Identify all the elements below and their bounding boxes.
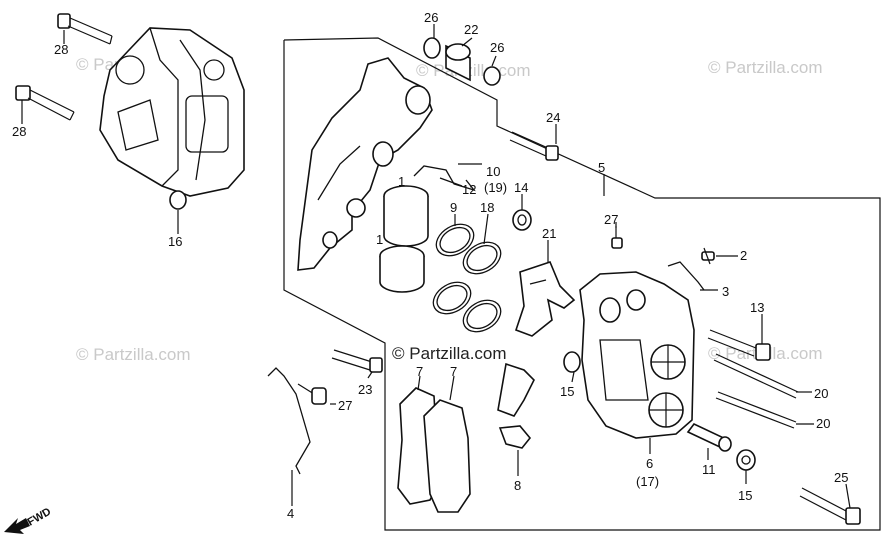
callout-20-upper: 20 bbox=[814, 386, 828, 401]
bleeder-27-lower bbox=[297, 383, 327, 405]
callout-28-lower: 28 bbox=[12, 124, 26, 139]
callout-1-upper: 1 bbox=[398, 174, 405, 189]
callout-4: 4 bbox=[287, 506, 294, 521]
callout-7-right: 7 bbox=[450, 364, 457, 379]
callout-22: 22 bbox=[464, 22, 478, 37]
bolt-24 bbox=[509, 131, 559, 161]
callout-26-left: 26 bbox=[424, 10, 438, 25]
callout-18: 18 bbox=[480, 200, 494, 215]
leader-lines bbox=[21, 24, 851, 509]
callout-7-left: 7 bbox=[416, 364, 423, 379]
bolt-28-lower bbox=[15, 85, 75, 121]
callout-9: 9 bbox=[450, 200, 457, 215]
brake-pad-inner bbox=[423, 399, 471, 513]
callout-6: 6 bbox=[646, 456, 653, 471]
bolt-23 bbox=[331, 349, 383, 373]
clip-3 bbox=[667, 261, 705, 291]
pad-spring-4 bbox=[267, 367, 311, 475]
watermark-top-center: © Partzilla.com bbox=[416, 61, 531, 80]
pad-spring-clip bbox=[413, 165, 476, 192]
boot-14 bbox=[512, 209, 532, 231]
caliper-bracket bbox=[297, 57, 433, 271]
callout-13: 13 bbox=[750, 300, 764, 315]
callout-15-right: 15 bbox=[738, 488, 752, 503]
callout-5: 5 bbox=[598, 160, 605, 175]
callout-1-lower: 1 bbox=[376, 232, 383, 247]
callout-labels: 28 28 16 26 22 26 24 5 10 (19) 12 14 1 1… bbox=[12, 10, 848, 521]
boot-15 bbox=[736, 449, 756, 471]
pin-20-lower bbox=[715, 391, 797, 429]
bolt-25 bbox=[799, 487, 861, 525]
callout-28-upper: 28 bbox=[54, 42, 68, 57]
callout-12: 12 bbox=[462, 182, 476, 197]
bleeder-27-upper bbox=[611, 226, 623, 249]
pin-2 bbox=[701, 247, 715, 265]
watermark-top-right: © Partzilla.com bbox=[708, 58, 823, 77]
assembly-outline bbox=[283, 37, 881, 531]
callout-23: 23 bbox=[358, 382, 372, 397]
sleeve-11 bbox=[686, 422, 732, 452]
bolt-13 bbox=[707, 329, 771, 361]
fwd-arrow-icon: FWD bbox=[4, 506, 53, 534]
callout-27-upper: 27 bbox=[604, 212, 618, 227]
callout-26-right: 26 bbox=[490, 40, 504, 55]
seal-18-upper bbox=[462, 241, 502, 275]
seal-9-lower bbox=[432, 281, 472, 315]
piston-lower bbox=[379, 245, 425, 293]
callout-10: 10 bbox=[486, 164, 500, 179]
retainer-plate-21 bbox=[514, 261, 576, 337]
sleeve-22 bbox=[423, 37, 501, 86]
pin-20-upper bbox=[713, 353, 799, 399]
callout-24: 24 bbox=[546, 110, 560, 125]
callout-27-lower: 27 bbox=[338, 398, 352, 413]
callout-17: (17) bbox=[636, 474, 659, 489]
pad-shim-8 bbox=[497, 362, 535, 449]
watermark-mid-left: © Partzilla.com bbox=[76, 345, 191, 364]
bolt-28-upper bbox=[57, 13, 113, 45]
caliper-body-6 bbox=[563, 271, 695, 439]
callout-25: 25 bbox=[834, 470, 848, 485]
callout-11: 11 bbox=[702, 462, 716, 477]
callout-19: (19) bbox=[484, 180, 507, 195]
callout-20-lower: 20 bbox=[816, 416, 830, 431]
callout-2: 2 bbox=[740, 248, 747, 263]
callout-14: 14 bbox=[514, 180, 528, 195]
piston-upper bbox=[383, 185, 429, 247]
callout-16: 16 bbox=[168, 234, 182, 249]
seal-18-lower bbox=[462, 299, 502, 333]
callout-21: 21 bbox=[542, 226, 556, 241]
callout-8: 8 bbox=[514, 478, 521, 493]
seal-9-upper bbox=[435, 223, 475, 257]
callout-15-left: 15 bbox=[560, 384, 574, 399]
watermark-center: © Partzilla.com bbox=[392, 344, 507, 363]
callout-3: 3 bbox=[722, 284, 729, 299]
fwd-label: FWD bbox=[26, 506, 54, 529]
caliper-assembly-complete bbox=[99, 27, 245, 210]
